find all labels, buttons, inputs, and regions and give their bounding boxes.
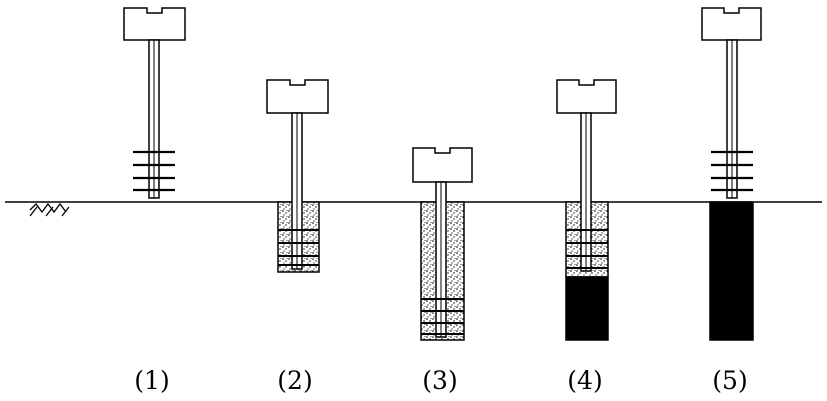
step-4-rig [556, 79, 617, 341]
stirring-blade-icon [566, 229, 608, 269]
drilling-rig-icon [412, 147, 473, 183]
step-label-5: (5) [712, 366, 748, 395]
step-label-1: (1) [134, 366, 170, 395]
step-label-2: (2) [277, 366, 313, 395]
stirring-blade-icon [133, 150, 175, 192]
step-label-3: (3) [422, 366, 458, 395]
drilling-rig-icon [123, 7, 186, 41]
step-1-rig [123, 7, 186, 199]
step-2-rig [266, 79, 329, 273]
drilling-rig-icon [266, 79, 329, 114]
step-label-4: (4) [567, 366, 603, 395]
stirring-blade-icon [711, 150, 753, 192]
stirring-blade-icon [278, 229, 319, 266]
stirring-blade-icon [421, 298, 464, 335]
drilling-rig-icon [556, 79, 617, 114]
drilling-rig-icon [701, 7, 762, 41]
step-3-rig [412, 147, 473, 341]
step-5-rig [701, 7, 762, 341]
ground-hatch-icon [29, 202, 70, 217]
